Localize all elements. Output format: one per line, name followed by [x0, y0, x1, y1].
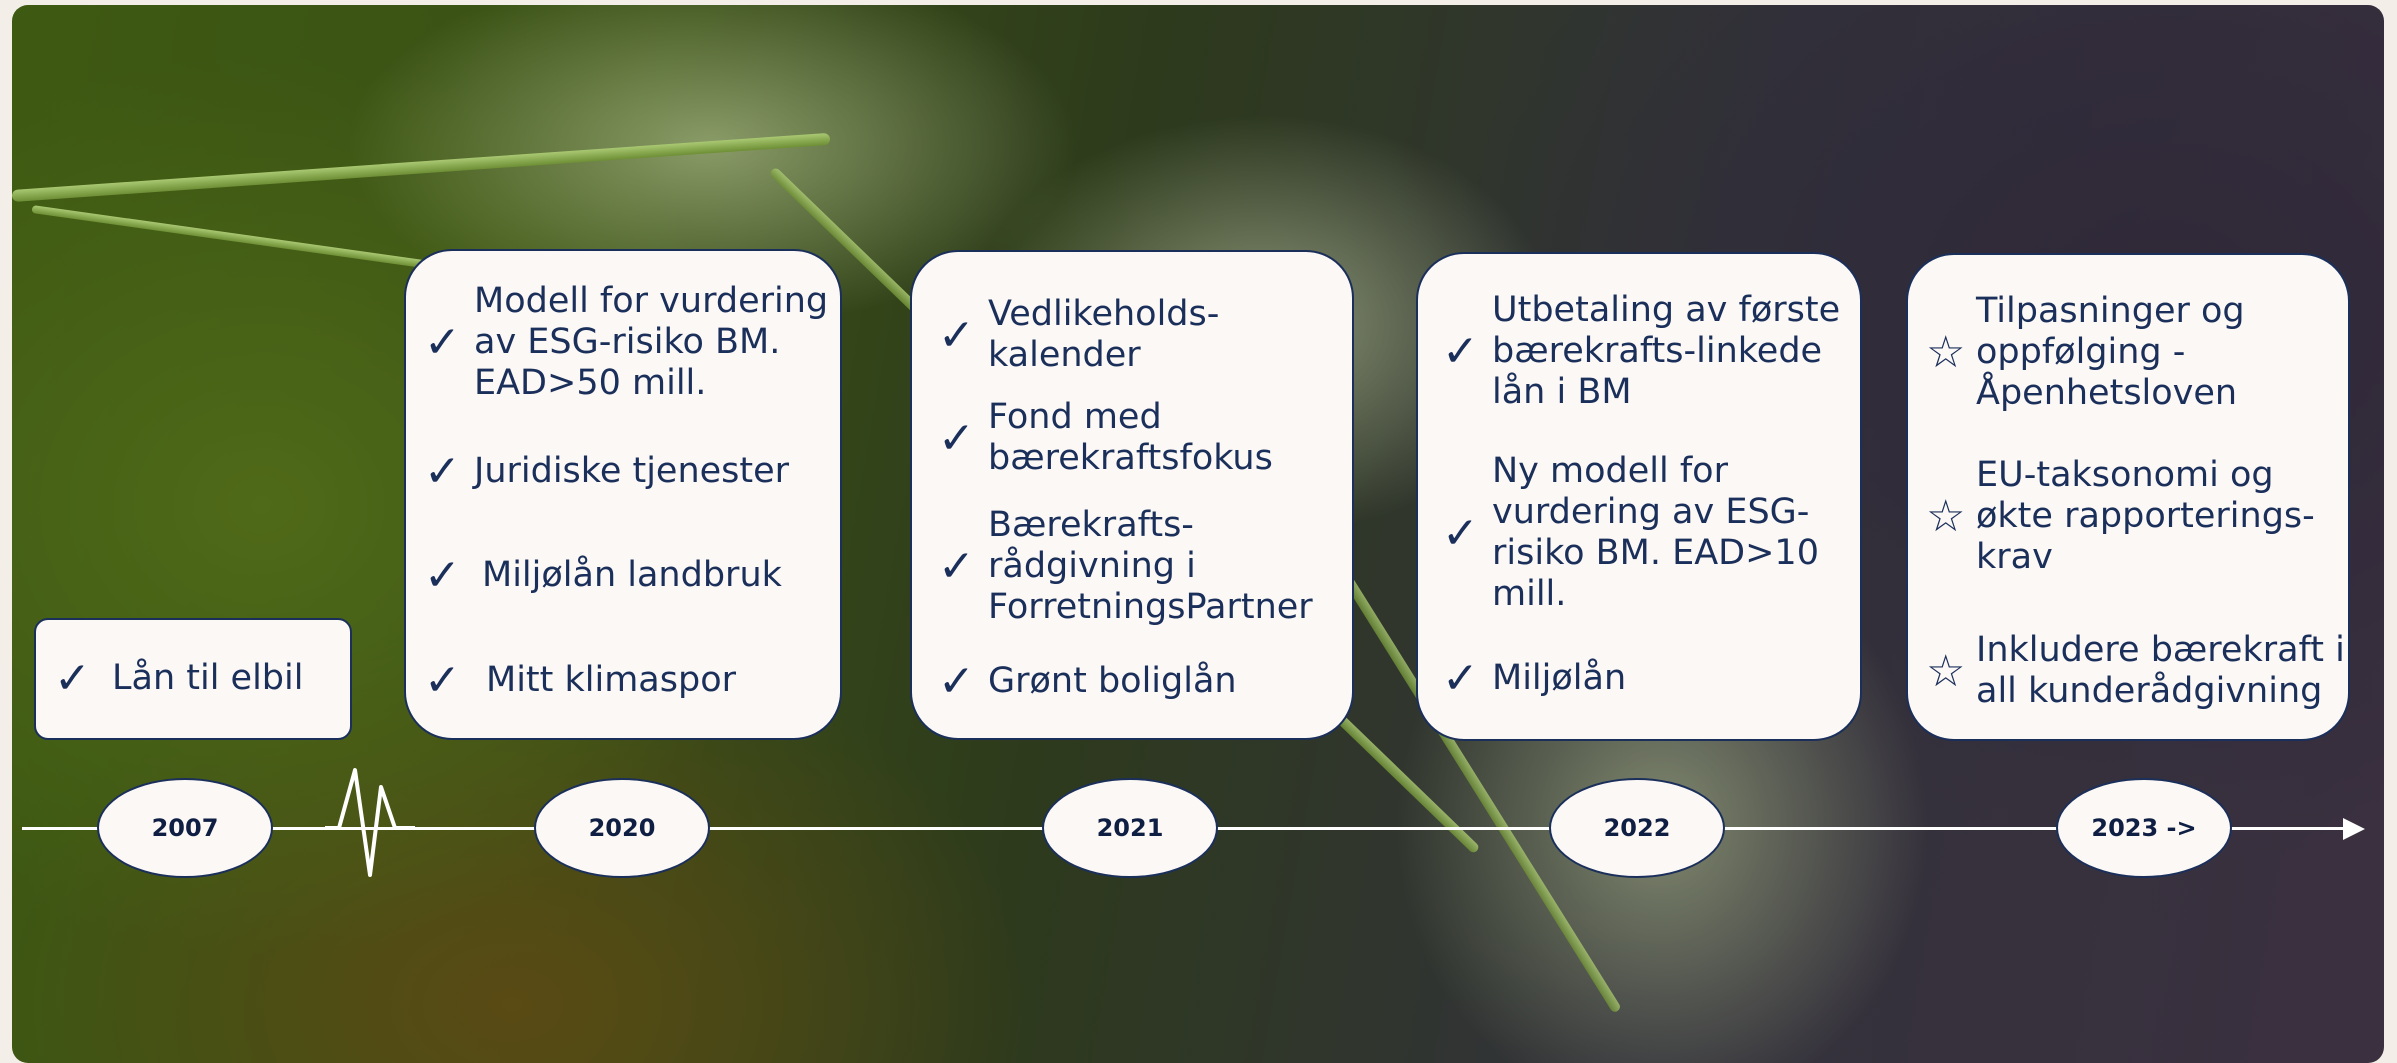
milestone-item: ✓ Bærekrafts- rådgivning i ForretningsPa…: [938, 505, 1313, 628]
year-marker-2007: 2007: [97, 778, 273, 878]
checkmark-icon: ✓: [938, 656, 975, 707]
milestone-text: Fond med bærekraftsfokus: [988, 397, 1273, 478]
grass-stem: [31, 205, 479, 276]
milestone-item: ✓ Lån til elbil: [54, 653, 304, 704]
milestone-box-2020: ✓ Modell for vurdering av ESG-risiko BM.…: [404, 249, 842, 740]
year-marker-2021: 2021: [1042, 778, 1218, 878]
milestone-text: Ny modell for vurdering av ESG- risiko B…: [1492, 451, 1819, 614]
milestone-item: ✓ Mitt klimaspor: [424, 655, 737, 706]
grass-stem: [12, 132, 831, 202]
checkmark-icon: ✓: [938, 541, 975, 592]
milestone-item: ✓ Fond med bærekraftsfokus: [938, 397, 1273, 479]
milestone-text: Vedlikeholds- kalender: [988, 294, 1220, 375]
checkmark-icon: ✓: [424, 655, 461, 706]
milestone-item: ✓ Miljølån landbruk: [424, 550, 782, 601]
milestone-item: ✓ Utbetaling av første bærekrafts-linked…: [1442, 290, 1840, 413]
milestone-item: ✓ Miljølån: [1442, 653, 1627, 704]
milestone-text: Juridiske tjenester: [474, 451, 790, 491]
year-marker-2023: 2023 ->: [2056, 778, 2232, 878]
milestone-text: EU-taksonomi og økte rapporterings- krav: [1976, 455, 2315, 577]
milestone-item: ☆ Inkludere bærekraft i all kunderådgivn…: [1926, 630, 2345, 712]
year-marker-2022: 2022: [1549, 778, 1725, 878]
heartbeat-break-icon: [325, 768, 415, 877]
star-outline-icon: ☆: [1926, 645, 1966, 697]
checkmark-icon: ✓: [424, 550, 461, 601]
checkmark-icon: ✓: [54, 653, 91, 704]
milestone-text: Mitt klimaspor: [486, 660, 737, 700]
checkmark-icon: ✓: [938, 412, 975, 464]
checkmark-icon: ✓: [938, 309, 975, 361]
milestone-item: ✓ Juridiske tjenester: [424, 446, 790, 497]
milestone-box-2021: ✓ Vedlikeholds- kalender ✓ Fond med bære…: [910, 250, 1354, 740]
milestone-item: ☆ Tilpasninger og oppfølging - Åpenhetsl…: [1926, 291, 2245, 414]
milestone-text: Miljølån landbruk: [482, 555, 782, 595]
milestone-text: Miljølån: [1492, 658, 1627, 698]
milestone-item: ✓ Ny modell for vurdering av ESG- risiko…: [1442, 451, 1819, 615]
milestone-text: Lån til elbil: [112, 658, 304, 698]
star-outline-icon: ☆: [1926, 327, 1966, 378]
milestone-item: ☆ EU-taksonomi og økte rapporterings- kr…: [1926, 455, 2315, 578]
milestone-text: Modell for vurdering av ESG-risiko BM. E…: [474, 281, 829, 403]
star-outline-icon: ☆: [1926, 491, 1966, 542]
milestone-box-2023: ☆ Tilpasninger og oppfølging - Åpenhetsl…: [1906, 253, 2350, 741]
year-marker-2020: 2020: [534, 778, 710, 878]
checkmark-icon: ✓: [1442, 653, 1479, 704]
milestone-text: Tilpasninger og oppfølging - Åpenhetslov…: [1976, 291, 2245, 413]
milestone-text: Bærekrafts- rådgivning i ForretningsPart…: [988, 505, 1313, 627]
milestone-item: ✓ Vedlikeholds- kalender: [938, 294, 1219, 376]
milestone-box-2022: ✓ Utbetaling av første bærekrafts-linked…: [1416, 252, 1862, 741]
milestone-item: ✓ Grønt boliglån: [938, 656, 1237, 707]
milestone-text: Inkludere bærekraft i all kunderådgivnin…: [1976, 630, 2345, 711]
checkmark-icon: ✓: [424, 446, 461, 497]
milestone-text: Utbetaling av første bærekrafts-linkede …: [1492, 290, 1841, 412]
timeline-arrow-icon: [2343, 818, 2365, 840]
milestone-item: ✓ Modell for vurdering av ESG-risiko BM.…: [424, 281, 828, 404]
checkmark-icon: ✓: [424, 317, 461, 368]
milestone-box-2007: ✓ Lån til elbil: [34, 618, 352, 740]
checkmark-icon: ✓: [1442, 507, 1479, 559]
milestone-text: Grønt boliglån: [988, 661, 1237, 701]
checkmark-icon: ✓: [1442, 326, 1479, 377]
